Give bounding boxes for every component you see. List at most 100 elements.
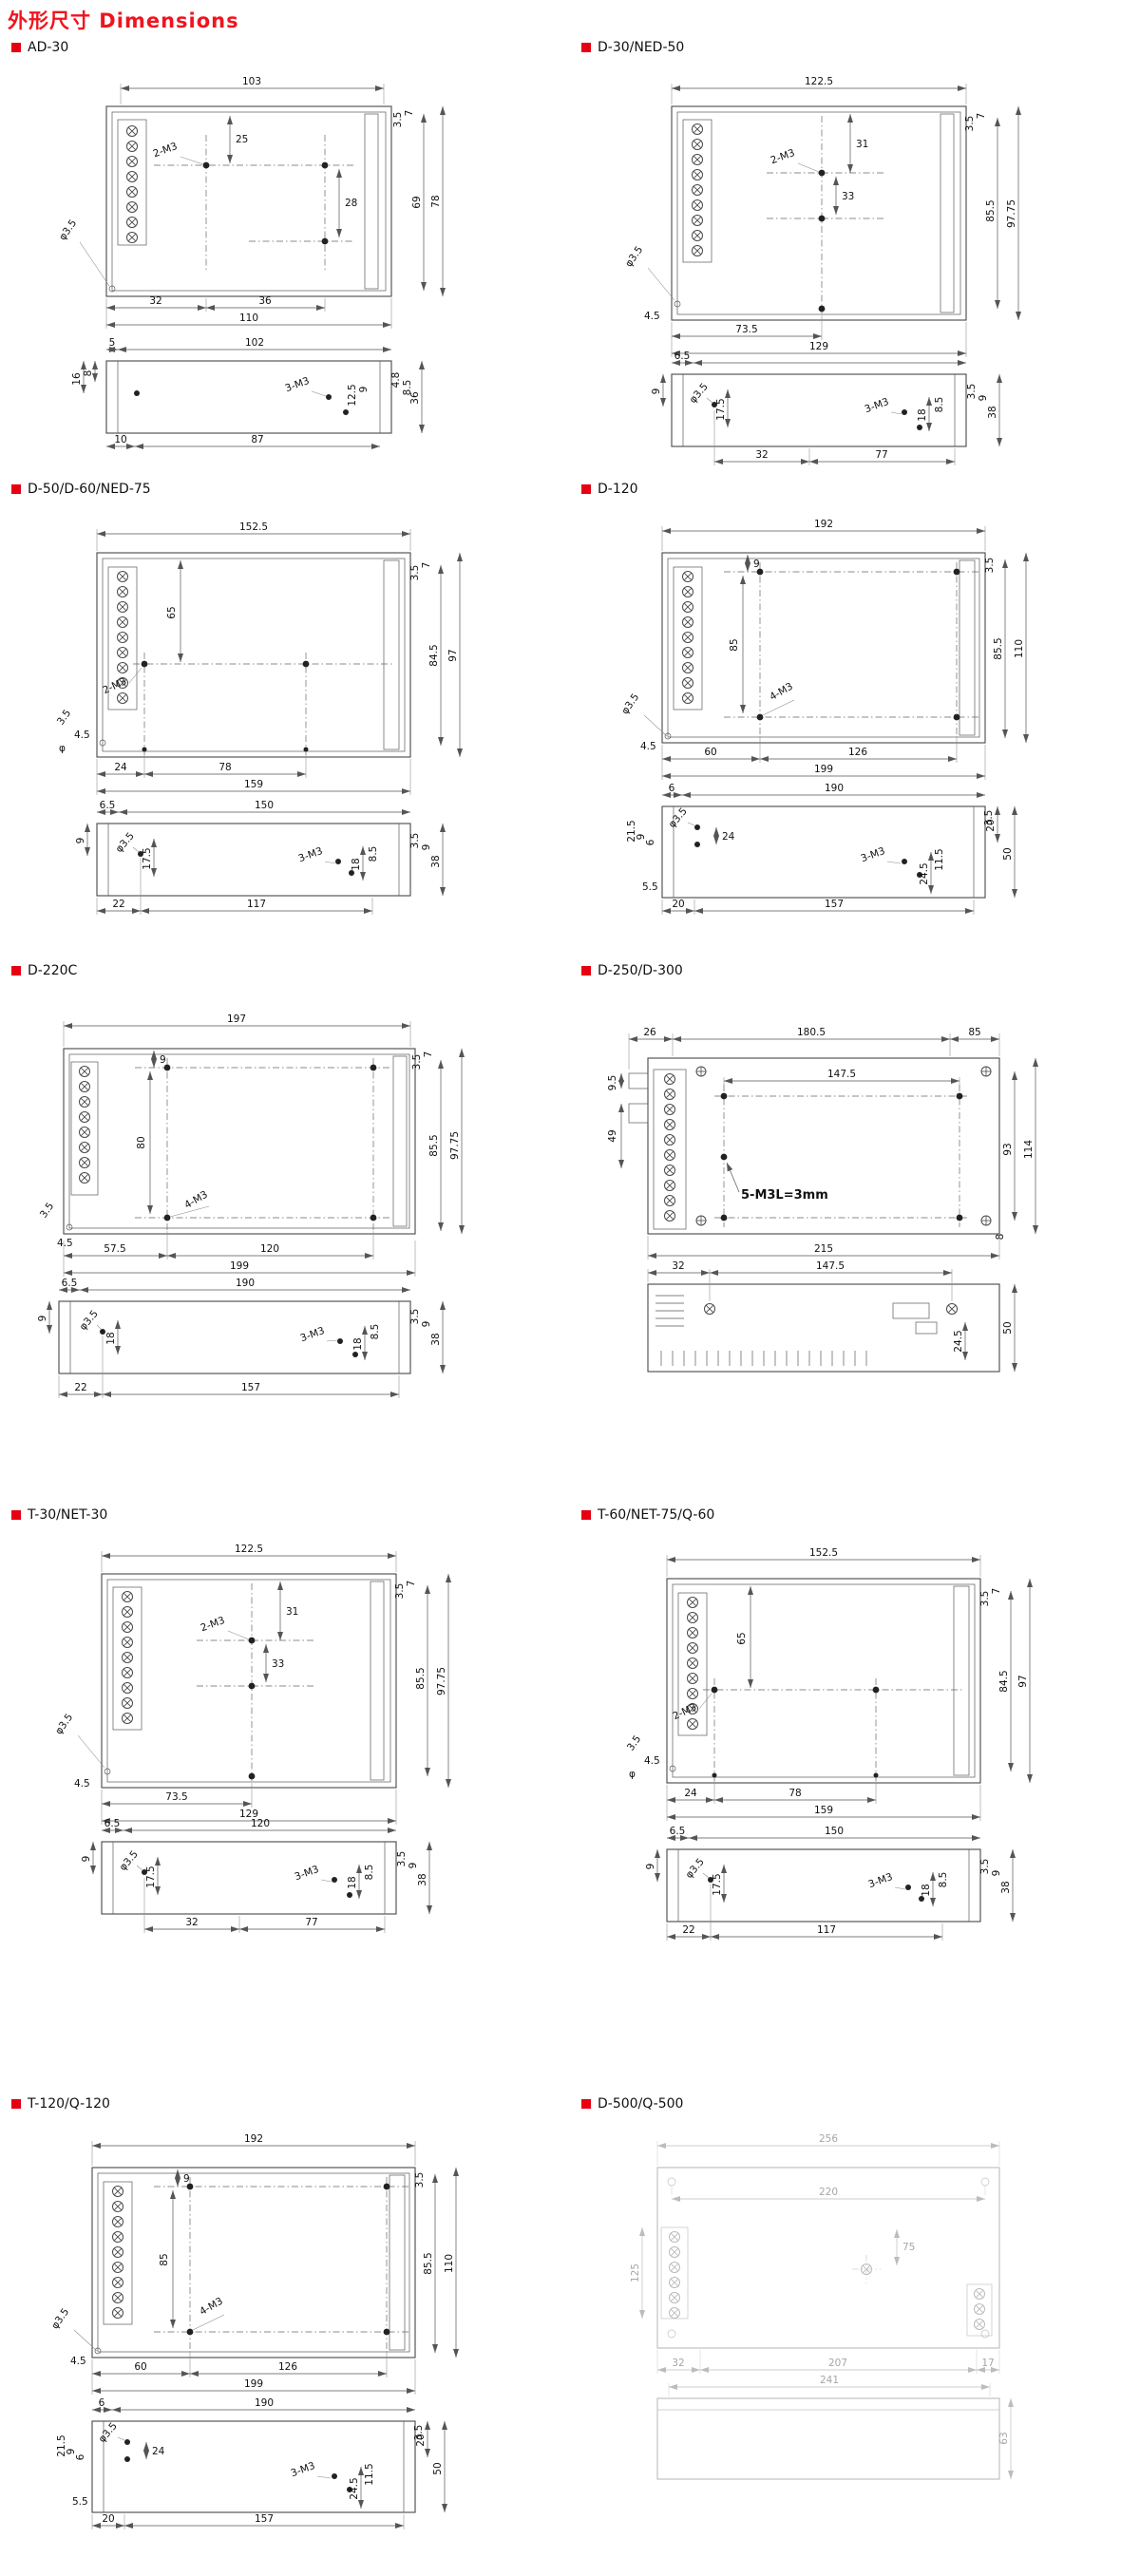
dim-label: 20 — [985, 819, 997, 831]
section-ad-30: AD-30 103 25 2-M3 28 3.5 — [11, 38, 567, 458]
dim-label: 17.5 — [715, 398, 727, 420]
dim-label: 6 — [99, 2397, 105, 2409]
dim-label: 3.5 — [409, 565, 421, 581]
bullet-icon — [11, 966, 21, 975]
bullet-icon — [581, 2099, 591, 2109]
dim-label: 78 — [218, 762, 231, 773]
bullet-icon — [581, 1510, 591, 1520]
dim-label: 9 — [978, 395, 989, 402]
dim-label: 4.5 — [57, 1238, 73, 1249]
dim-label: 73.5 — [735, 324, 757, 335]
dim-label: 93 — [1002, 1143, 1014, 1155]
dim-label: 18 — [917, 408, 928, 421]
dim-label: 18 — [351, 858, 362, 870]
section-t-120-q-120: T-120/Q-120 192 9 85 4-M3 3.5 — [11, 2094, 567, 2543]
dim-label: 17.5 — [712, 1873, 723, 1895]
bullet-icon — [11, 484, 21, 494]
dim-label: 97 — [1017, 1675, 1029, 1687]
drawing-d-500: 256 220 75 125 32 207 17 241 63 — [630, 2133, 1014, 2480]
dim-label: 50 — [1002, 847, 1014, 860]
terminal-block — [682, 571, 694, 704]
mounting-pattern — [94, 2177, 410, 2355]
dim-label: 3-M3 — [860, 845, 887, 864]
section-title: T-120/Q-120 — [28, 2096, 110, 2112]
dim-label: 9 — [651, 388, 662, 395]
dim-label: φ3.5 — [114, 830, 137, 855]
drawing-d-30: 122.5 31 2-M3 33 3.5 7 85.5 97.75 φ3.5 4… — [623, 76, 1021, 465]
dim-label: 157 — [255, 2513, 274, 2525]
dim-label: 69 — [411, 196, 423, 208]
dim-label: 207 — [828, 2358, 847, 2369]
dim-label: 24.5 — [919, 862, 930, 884]
drawing-d-250: 26 180.5 85 147.5 9.5 49 5-M3L=3mm 93 11… — [607, 1027, 1038, 1373]
dim-label: φ3.5 — [667, 805, 690, 830]
drawing-t-30: 122.5 31 2-M3 33 3.5 7 85.5 97.75 φ3.5 4… — [11, 1526, 567, 1944]
dim-label: 157 — [825, 899, 844, 910]
section-title: D-250/D-300 — [598, 963, 683, 978]
dim-label: 49 — [607, 1129, 618, 1142]
section-title: T-60/NET-75/Q-60 — [598, 1507, 715, 1523]
dim-label: 3.5 — [983, 810, 995, 826]
dim-label: 3.5 — [966, 384, 978, 400]
dim-label: 10 — [114, 434, 126, 445]
section-t-60-net-75-q-60: T-60/NET-75/Q-60 152.5 65 2-M3 3.5 — [581, 1506, 1137, 1954]
terminal-block — [692, 123, 703, 256]
dim-label: 8.5 — [368, 846, 379, 862]
dim-label: 97.75 — [436, 1667, 447, 1695]
dim-label: 2-M3 — [200, 1615, 227, 1634]
dim-label: 152.5 — [239, 521, 268, 533]
dim-label: 9 — [160, 1054, 166, 1066]
dim-label: 60 — [134, 2361, 146, 2373]
dim-label: φ3.5 — [49, 2306, 71, 2331]
dim-label: 3.5 — [409, 1309, 421, 1325]
dim-label: 241 — [820, 2375, 839, 2386]
dim-label: 126 — [278, 2361, 297, 2373]
dim-label: 11.5 — [934, 848, 945, 870]
dim-label: 117 — [247, 899, 266, 910]
dim-label: 24 — [114, 762, 127, 773]
dim-label: 17.5 — [142, 847, 153, 869]
drawing-d-120: 192 9 85 4-M3 3.5 85.5 110 φ3.5 4.5 60 1… — [619, 519, 1029, 915]
dim-label: 24 — [152, 2446, 165, 2457]
dim-label: 4-M3 — [182, 1189, 210, 1212]
side-view: 6 190 21.5 9 6 φ3.5 24 5.5 3-M3 24.5 11.… — [626, 783, 1017, 915]
dim-label: 126 — [848, 747, 867, 758]
dim-label: 117 — [817, 1924, 836, 1936]
dim-label: 9 — [421, 1321, 432, 1328]
dim-label: 21.5 — [626, 820, 637, 842]
dim-label: 197 — [227, 1013, 246, 1025]
section-d-220c: D-220C 197 9 80 4-M3 3.5 — [11, 961, 567, 1414]
dim-label: 33 — [272, 1658, 284, 1670]
dim-label: 50 — [1002, 1321, 1014, 1334]
dim-label: 9 — [753, 559, 760, 570]
terminal-block — [79, 1066, 90, 1184]
dim-label: 4.5 — [644, 1755, 660, 1767]
dim-label: 190 — [255, 2397, 274, 2409]
dim-label: 122.5 — [805, 76, 833, 87]
dim-label: 28 — [345, 198, 357, 209]
dim-label: 7 — [421, 562, 432, 569]
dim-label: 150 — [825, 1826, 844, 1837]
dim-label: 110 — [239, 313, 258, 324]
terminal-block — [664, 1073, 675, 1222]
page-title: 外形尺寸 Dimensions — [8, 9, 239, 32]
side-view: 6 190 21.5 9 6 φ3.5 24 5.5 3-M3 24.5 11.… — [56, 2397, 447, 2529]
dim-label: 38 — [430, 1333, 442, 1345]
section-d-50-d-60-ned-75: D-50/D-60/NED-75 152.5 65 2-M3 3.5 — [11, 480, 567, 928]
dim-label: 24.5 — [953, 1330, 964, 1352]
dim-label: 110 — [444, 2254, 455, 2273]
dim-label: 8.5 — [938, 1872, 949, 1888]
dim-label: 17.5 — [145, 1866, 157, 1887]
dim-label: 8.5 — [364, 1865, 375, 1881]
dim-label: 85 — [159, 2253, 170, 2265]
dim-label: 84.5 — [428, 644, 440, 666]
dim-label: 87 — [251, 434, 263, 445]
dim-label: 3.5 — [55, 708, 73, 728]
dim-label: 38 — [417, 1873, 428, 1885]
dim-label: 3.5 — [964, 116, 976, 132]
dim-label: 9 — [358, 387, 370, 393]
dim-label: 85.5 — [428, 1134, 440, 1156]
dim-label: 3-M3 — [284, 375, 312, 394]
mounting-pattern — [104, 1583, 315, 1781]
